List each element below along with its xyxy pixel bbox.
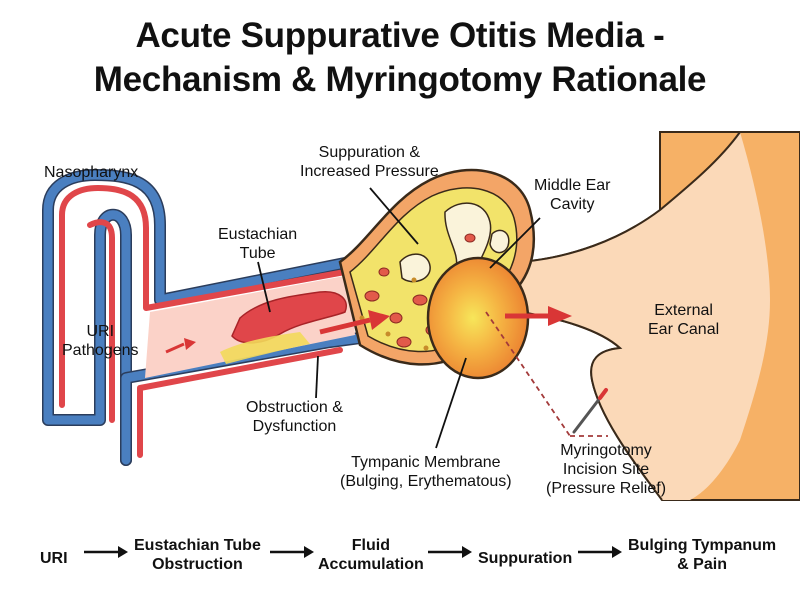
label-uri-pathogens: URI Pathogens — [62, 323, 139, 359]
label-obstruction: Obstruction & Dysfunction — [246, 399, 343, 435]
flow-arrow-icon — [84, 546, 128, 558]
flow-arrow-icon — [578, 546, 622, 558]
flow-arrow-icon — [428, 546, 472, 558]
title-line-1: Acute Suppurative Otitis Media - — [135, 16, 665, 55]
flow-step-fluid-accumulation: Fluid Accumulation — [318, 537, 424, 573]
label-external-ear-canal: External Ear Canal — [648, 302, 720, 338]
flow-step-uri: URI — [40, 550, 68, 567]
pathway-arrows — [165, 306, 572, 354]
title-line-2: Mechanism & Myringotomy Rationale — [93, 60, 707, 99]
flow-arrow-icon — [270, 546, 314, 558]
flow-step-suppuration: Suppuration — [478, 550, 573, 567]
flow-step-eustachian-obstruction: Eustachian Tube Obstruction — [134, 537, 261, 573]
page-title: Acute Suppurative Otitis Media - Mechani… — [0, 14, 800, 102]
eustachian-tube-walls — [42, 169, 366, 466]
label-tympanic-membrane: Tympanic Membrane (Bulging, Erythematous… — [340, 454, 512, 490]
label-suppuration: Suppuration & Increased Pressure — [300, 144, 439, 180]
leader-lines — [257, 187, 541, 449]
label-middle-ear-cavity: Middle Ear Cavity — [534, 177, 611, 213]
flow-step-bulging-tympanum: Bulging Tympanum & Pain — [628, 537, 777, 573]
label-myringotomy: Myringotomy Incision Site (Pressure Reli… — [546, 442, 667, 497]
myringotomy-scalpel-icon — [485, 311, 608, 437]
external-ear-canal — [519, 131, 800, 501]
label-eustachian-tube: Eustachian Tube — [218, 226, 298, 262]
label-nasopharynx: Nasopharynx — [44, 164, 139, 181]
